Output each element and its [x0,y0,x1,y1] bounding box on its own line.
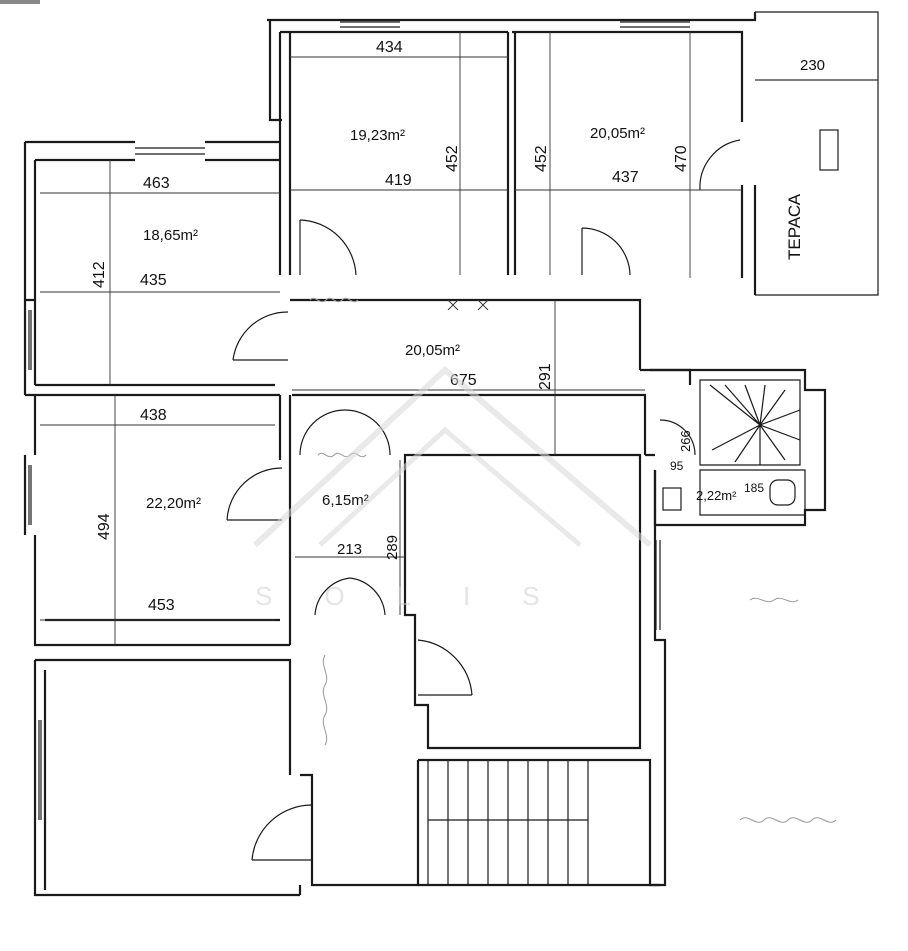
area-room-top-left: 19,23m² [350,127,405,144]
dim-437: 437 [612,169,639,186]
dim-452-right: 452 [533,145,550,172]
dim-185: 185 [744,481,764,495]
terrace-label: ТЕРАСА [785,193,804,260]
outer-walls [23,12,827,897]
dim-230: 230 [800,57,825,74]
watermark: SOLIS [252,365,652,611]
dimension-lines [40,32,878,645]
area-room-left-upper: 18,65m² [143,227,198,244]
dim-453: 453 [148,597,175,614]
dim-435: 435 [140,272,167,289]
sink-icon [662,487,682,511]
handwritten-notes [309,297,837,823]
dim-470: 470 [673,145,690,172]
dim-438: 438 [140,407,167,424]
dim-289: 289 [384,535,401,560]
dim-266: 266 [678,430,693,452]
dim-463: 463 [143,175,170,192]
windows [28,21,690,820]
dim-291: 291 [537,363,554,390]
dim-95: 95 [670,459,684,473]
fixtures [662,479,796,511]
stairs [427,384,801,885]
dim-412: 412 [91,261,108,288]
toilet-icon [769,479,796,506]
terrace: ТЕРАСА [755,11,879,296]
area-hall: 20,05m² [405,342,460,359]
dim-494: 494 [96,513,113,540]
dim-434: 434 [376,39,403,56]
dim-213: 213 [337,541,362,558]
area-small-room: 6,15m² [322,492,369,509]
area-bath: 2,22m² [696,488,737,503]
watermark-text: SOLIS [255,581,592,611]
dim-419: 419 [385,172,412,189]
dimension-labels: 434 452 419 452 437 470 230 463 412 435 … [91,39,825,614]
scan-artifact [0,0,40,4]
dim-452-left: 452 [444,145,461,172]
area-labels: 19,23m² 20,05m² 18,65m² 20,05m² 22,20m² … [143,125,737,512]
doors [226,139,741,861]
area-room-top-right: 20,05m² [590,125,645,142]
area-room-left-lower: 22,20m² [146,495,201,512]
